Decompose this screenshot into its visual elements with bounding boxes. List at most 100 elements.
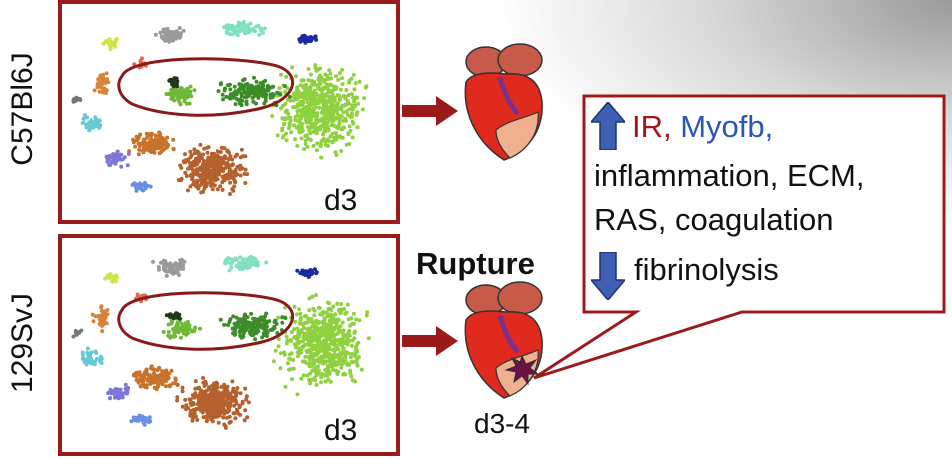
scatter-point [191,400,196,405]
scatter-point [238,391,243,396]
scatter-point [301,112,306,117]
scatter-point [200,152,205,157]
scatter-point [100,329,105,334]
scatter-point [180,389,185,394]
scatter-point [321,119,326,124]
scatter-point [194,184,199,189]
scatter-point [167,91,172,96]
scatter-point [299,329,304,334]
scatter-point [313,293,318,298]
scatter-point [226,171,231,176]
scatter-point [215,187,220,192]
scatter-point [167,39,172,44]
scatter-point [262,322,267,327]
scatter-point [338,135,343,140]
scatter-point [272,359,276,364]
scatter-point [344,109,349,114]
scatter-point [284,334,289,339]
scatter-point [171,95,176,100]
scatter-point [152,367,157,372]
scatter-point [350,92,354,97]
scatter-point [323,72,328,77]
scatter-point [311,337,316,342]
scatter-point [316,118,321,123]
scatter-point [319,380,323,385]
scatter-point [334,74,338,79]
scatter-point [322,338,326,343]
scatter-point [293,118,298,122]
scatter-point [321,321,326,326]
scatter-point [331,87,336,92]
scatter-point [233,154,238,159]
scatter-point [300,103,305,108]
scatter-point [105,77,110,81]
scatter-point [304,120,309,125]
scatter-point [281,134,286,139]
scatter-point [319,375,324,380]
scatter-point [297,333,302,338]
scatter-point [104,321,109,326]
scatter-point [223,424,228,429]
scatter-point [307,111,312,116]
scatter-point [251,88,256,93]
scatter-point [96,83,101,88]
scatter-point [203,395,208,400]
scatter-point [339,149,344,153]
scatter-point [291,98,296,103]
scatter-point [312,332,317,337]
scatter-point [166,322,171,327]
scatter-point [231,176,236,181]
scatter-point [170,320,175,325]
scatter-point [321,85,326,90]
scatter-point [318,66,323,71]
scatter-point [99,304,104,309]
scatter-point [192,147,197,152]
scatter-point [198,391,203,396]
scatter-point [343,94,348,99]
scatter-point [283,90,288,94]
scatter-point [163,384,168,389]
scatter-point [335,301,340,306]
scatter-point [313,105,318,110]
scatter-point [136,141,141,146]
scatter-point [309,125,314,130]
scatter-point [263,96,268,101]
scatter-point [266,88,271,93]
scatter-point [179,86,184,91]
scatter-point [159,34,164,39]
scatter-point [334,85,339,90]
scatter-point [305,373,310,378]
scatter-point [295,337,300,342]
scatter-point [296,341,301,346]
scatter-point [333,115,338,120]
scatter-point [184,327,189,332]
scatter-point [148,379,153,384]
scatter-point [291,366,296,371]
scatter-point [233,102,238,107]
scatter-point [362,96,367,101]
scatter-point [183,170,188,175]
scatter-point [349,115,354,120]
scatter-point [326,307,331,312]
scatter-point [309,79,314,84]
scatter-point [346,93,351,97]
scatter-point [81,116,86,121]
scatter-point [300,121,305,126]
scatter-point [325,314,330,319]
scatter-point [188,149,193,154]
scatter-point [330,131,335,136]
scatter-point [301,373,306,378]
scatter-point [297,127,301,132]
scatter-point [354,112,359,117]
scatter-point [152,371,156,376]
scatter-point [315,141,320,146]
scatter-point [283,384,288,389]
scatter-point [190,167,195,172]
scatter-point [338,324,343,329]
scatter-point [349,316,354,321]
scatter-point [134,138,139,143]
scatter-point [312,313,317,318]
scatter-point [327,68,332,73]
scatter-point [276,337,281,341]
scatter-point [306,328,311,333]
